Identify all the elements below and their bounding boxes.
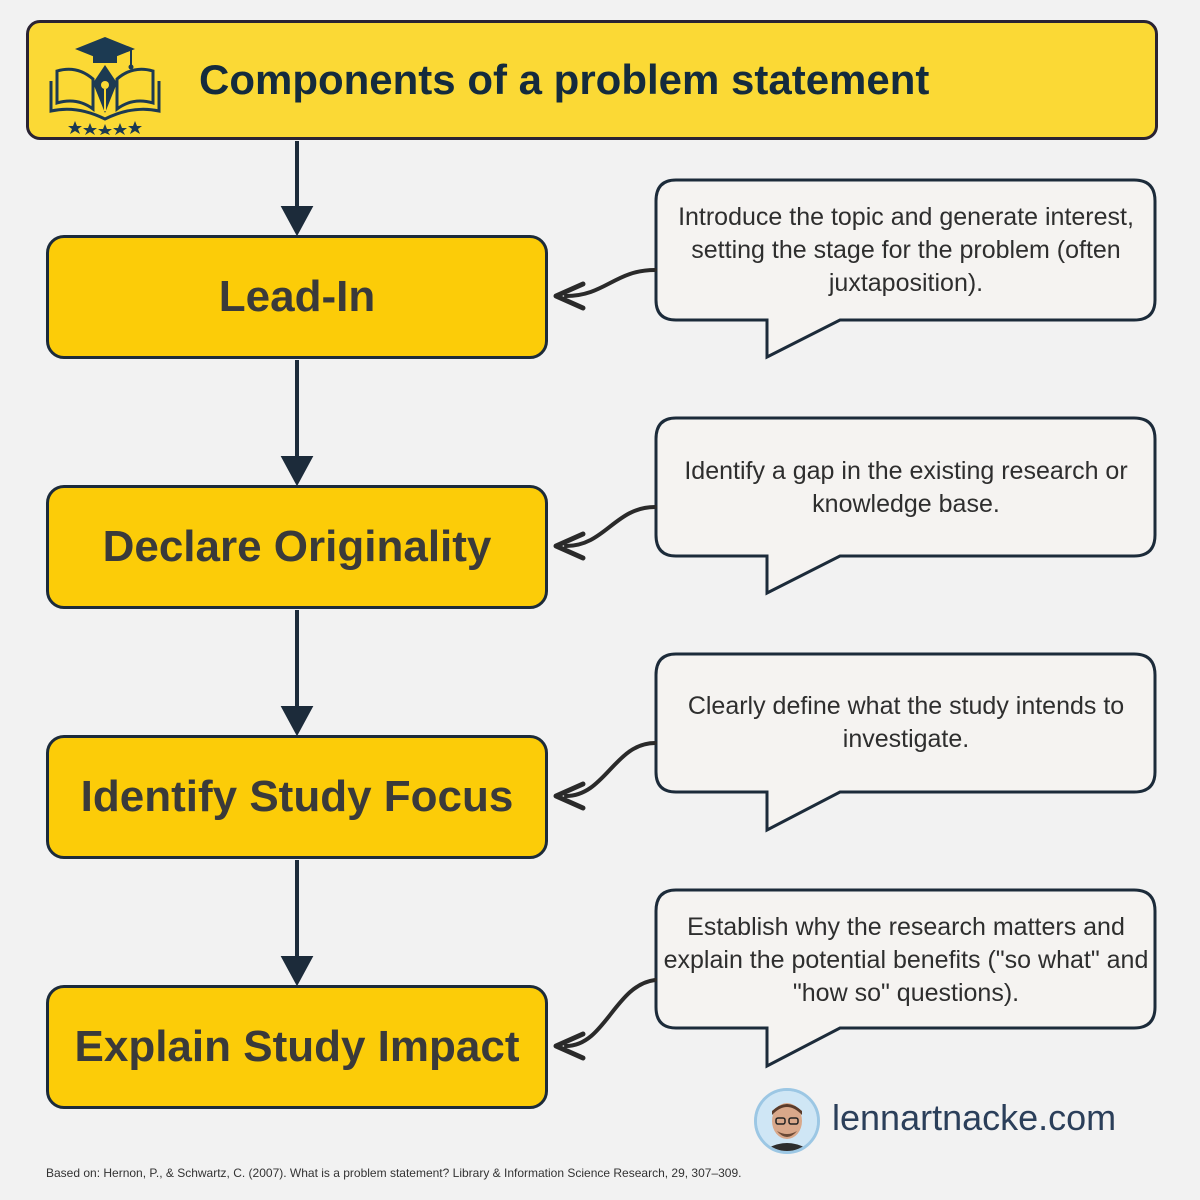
step-description: Clearly define what the study intends to… (658, 690, 1154, 756)
title-banner: Components of a problem statement (26, 20, 1158, 140)
author-portrait-icon (757, 1091, 817, 1151)
flow-arrow-3 (284, 610, 310, 732)
step-description: Establish why the research matters and e… (658, 911, 1154, 1010)
step-lead-in: Lead-In (46, 235, 548, 359)
step-description: Identify a gap in the existing research … (658, 455, 1154, 521)
step-declare-originality: Declare Originality (46, 485, 548, 609)
step-label: Identify Study Focus (81, 772, 514, 822)
flow-arrow-2 (284, 360, 310, 482)
flow-arrow-4 (284, 860, 310, 982)
citation: Based on: Hernon, P., & Schwartz, C. (20… (46, 1166, 741, 1180)
step-label: Explain Study Impact (75, 1022, 520, 1072)
step-identify-study-focus: Identify Study Focus (46, 735, 548, 859)
step-description: Introduce the topic and generate interes… (658, 201, 1154, 300)
avatar (754, 1088, 820, 1154)
step-label: Lead-In (219, 272, 375, 322)
website-link[interactable]: lennartnacke.com (832, 1090, 1116, 1146)
pointer-arrow-4 (566, 980, 655, 1046)
flow-arrow-1 (284, 141, 310, 232)
page-title: Components of a problem statement (199, 23, 929, 137)
pointer-arrow-3 (566, 743, 655, 796)
pointer-arrow-2 (566, 507, 655, 546)
step-explain-study-impact: Explain Study Impact (46, 985, 548, 1109)
graduation-pen-book-icon (47, 31, 163, 135)
pointer-arrow-1 (566, 270, 655, 296)
step-label: Declare Originality (103, 522, 492, 572)
